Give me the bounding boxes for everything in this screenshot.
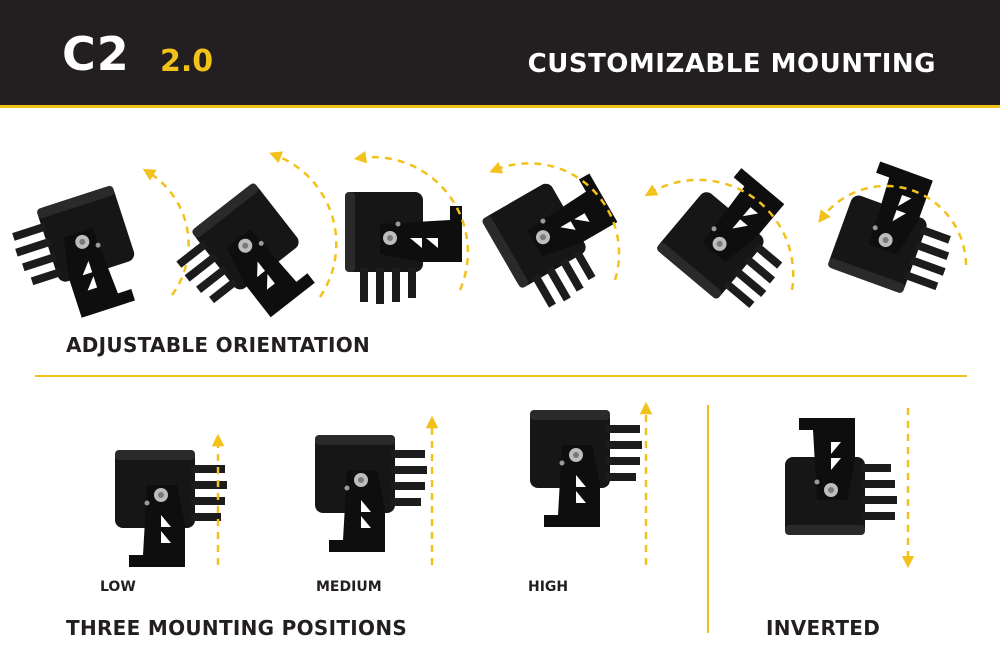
header-bar: C2 2.0 CUSTOMIZABLE MOUNTING <box>0 0 1000 108</box>
orientation-light-4 <box>481 161 639 317</box>
rotate-arrow-4 <box>489 161 621 281</box>
vertical-divider <box>707 405 709 633</box>
position-light-high <box>530 401 653 565</box>
position-light-low <box>115 433 227 567</box>
position-label-high: HIGH <box>528 579 569 595</box>
orientation-light-2 <box>165 151 338 344</box>
orientation-light-3 <box>345 150 470 304</box>
horizontal-divider <box>35 375 967 377</box>
orientation-light-5 <box>644 159 817 321</box>
orientation-label: ADJUSTABLE ORIENTATION <box>66 333 371 357</box>
rotate-arrow-3 <box>353 150 470 291</box>
orientation-light-1 <box>5 168 190 331</box>
orientation-light-6 <box>818 156 973 305</box>
position-label-medium: MEDIUM <box>316 579 382 595</box>
logo-version: 2.0 <box>160 44 214 79</box>
rotate-arrow-6 <box>818 184 968 266</box>
position-light-medium <box>315 415 439 565</box>
logo-main: C2 <box>62 27 130 81</box>
inverted-label: INVERTED <box>766 616 881 640</box>
position-label-low: LOW <box>100 579 136 595</box>
positions-label: THREE MOUNTING POSITIONS <box>66 616 408 640</box>
rotate-arrow-1 <box>142 168 190 296</box>
inverted-light <box>785 408 915 569</box>
rotate-arrow-5 <box>644 178 795 291</box>
rotate-arrow-2 <box>269 151 338 298</box>
header-title: CUSTOMIZABLE MOUNTING <box>527 49 936 79</box>
